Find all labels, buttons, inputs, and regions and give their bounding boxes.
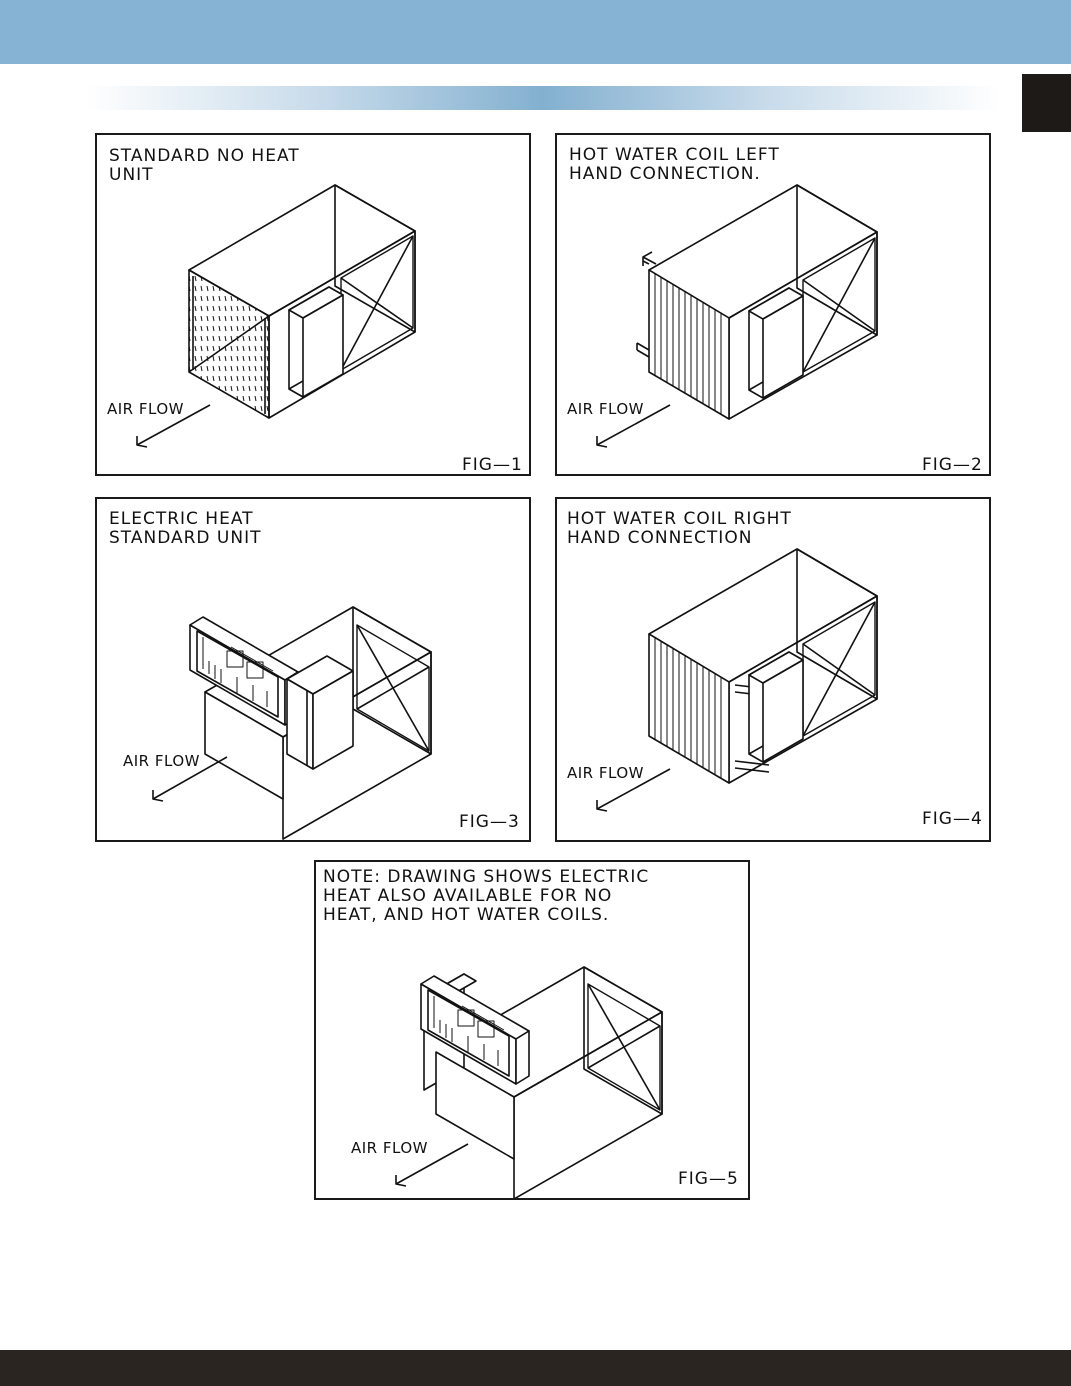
unit-no-heat-drawing: [136, 184, 416, 448]
unit-note-drawing: [395, 966, 663, 1198]
airflow-label: AIR FLOW: [567, 764, 644, 782]
figure-panel-1: STANDARD NO HEAT UNIT AIR FLOW FIG—1: [95, 133, 531, 476]
airflow-label: AIR FLOW: [123, 752, 200, 770]
figure-panel-2: HOT WATER COIL LEFT HAND CONNECTION. AIR…: [555, 133, 991, 476]
unit-electric-heat-drawing: [152, 606, 432, 840]
unit-hw-right-drawing: [596, 548, 878, 812]
airflow-label: AIR FLOW: [567, 400, 644, 418]
note-text: NOTE: DRAWING SHOWS ELECTRIC HEAT ALSO A…: [323, 867, 650, 925]
figure-label: FIG—1: [462, 455, 523, 475]
gradient-rule: [85, 86, 1000, 110]
figure-title: ELECTRIC HEAT STANDARD UNIT: [109, 509, 262, 548]
figure-title: HOT WATER COIL RIGHT HAND CONNECTION: [567, 509, 792, 548]
footer-band: [0, 1350, 1071, 1386]
figure-title: STANDARD NO HEAT UNIT: [109, 146, 300, 185]
figure-label: FIG—2: [922, 455, 983, 475]
unit-hw-left-drawing: [596, 184, 878, 448]
figure-label: FIG—5: [678, 1169, 739, 1189]
section-tab: [1022, 74, 1071, 132]
figure-panel-3: ELECTRIC HEAT STANDARD UNIT AIR FLOW FIG…: [95, 497, 531, 842]
airflow-label: AIR FLOW: [351, 1139, 428, 1157]
figure-panel-5: NOTE: DRAWING SHOWS ELECTRIC HEAT ALSO A…: [314, 860, 750, 1200]
figure-panel-4: HOT WATER COIL RIGHT HAND CONNECTION AIR…: [555, 497, 991, 842]
figure-label: FIG—4: [922, 809, 983, 829]
figure-label: FIG—3: [459, 812, 520, 832]
header-band: [0, 0, 1071, 64]
airflow-label: AIR FLOW: [107, 400, 184, 418]
figure-title: HOT WATER COIL LEFT HAND CONNECTION.: [569, 145, 780, 184]
